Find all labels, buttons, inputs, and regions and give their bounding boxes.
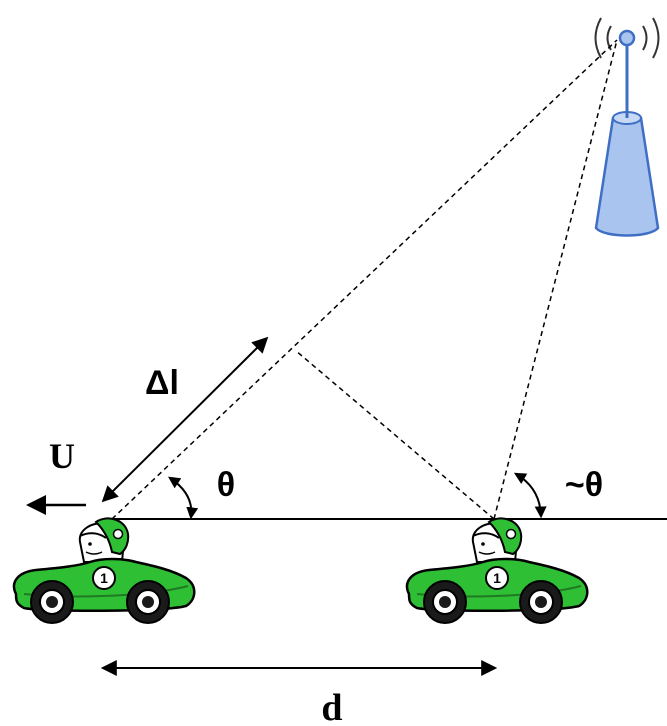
angle-arc-left <box>168 476 199 520</box>
angle-label: θ <box>217 466 235 504</box>
path-difference-label: Δl <box>145 364 179 402</box>
ray-from-right-car <box>493 39 618 520</box>
separation-label: d <box>321 687 342 726</box>
signal-waves-icon <box>594 17 660 59</box>
angle-arc-right <box>513 472 547 519</box>
angle-approx-label: ~θ <box>565 466 603 504</box>
radio-tower-icon <box>594 17 660 237</box>
signal-rays <box>111 39 618 520</box>
race-car-icon <box>405 517 589 625</box>
velocity-label: U <box>49 436 75 476</box>
path-difference-arrow <box>101 336 269 503</box>
ray-from-left-car <box>111 39 618 520</box>
race-car-icon <box>12 517 196 625</box>
perpendicular-projection <box>294 349 495 520</box>
